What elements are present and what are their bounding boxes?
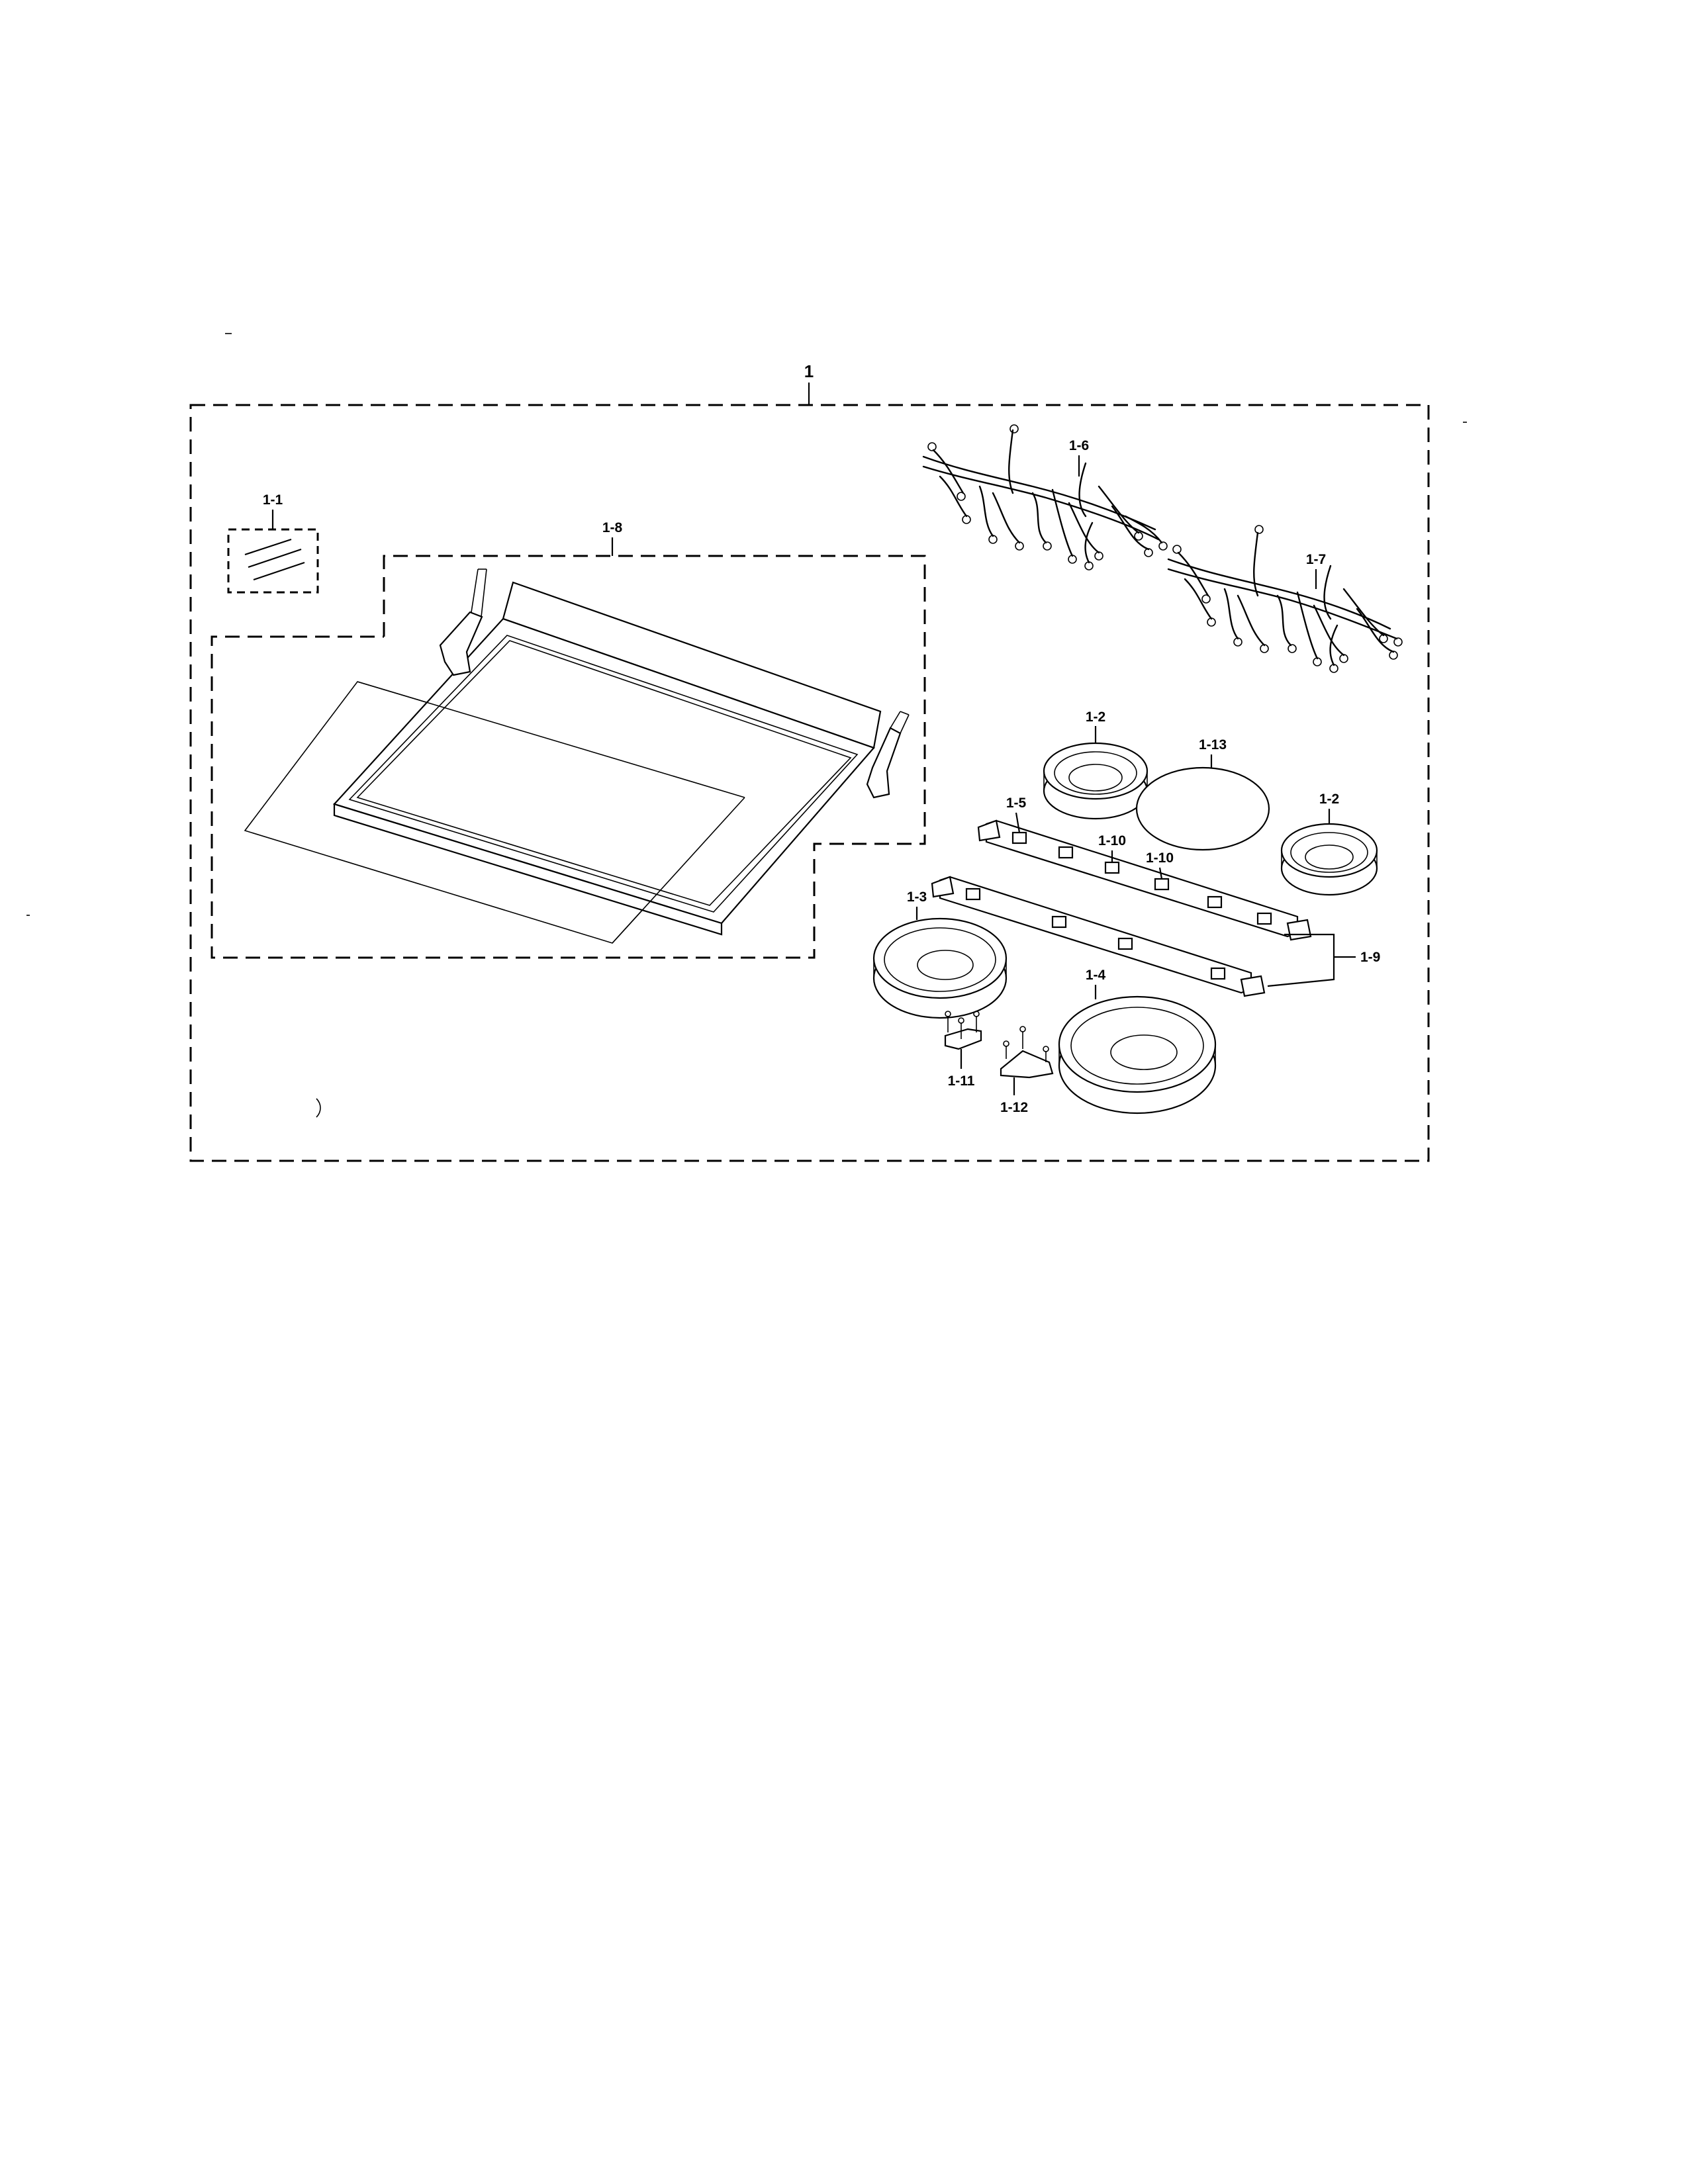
part-1-2-burner-left: 1-2: [1043, 709, 1149, 820]
callout-1-10-a: 1-10: [1098, 833, 1126, 848]
part-1-13-disc: 1-13: [1135, 737, 1270, 851]
part-1-11-bracket: 1-11: [944, 1011, 982, 1089]
part-1-8-cooktop-frame: 1-8: [211, 520, 926, 959]
assembly-1-boundary: 1: [189, 361, 1430, 1162]
part-1-6-wire-harness: 1-6: [922, 424, 1168, 570]
callout-1-11: 1-11: [948, 1073, 975, 1089]
part-1-12-bracket: 1-12: [1000, 1026, 1054, 1115]
callout-1-2-right: 1-2: [1319, 792, 1339, 807]
callout-1-7: 1-7: [1306, 552, 1326, 567]
callout-1-3: 1-3: [907, 889, 927, 905]
part-1-7-wire-harness: 1-7: [1167, 525, 1403, 673]
scan-artifacts: [26, 333, 1467, 1118]
part-1-1-bag: 1-1: [227, 492, 319, 594]
part-1-2-burner-right: 1-2: [1280, 792, 1378, 896]
callout-1: 1: [804, 361, 814, 381]
callout-1-2-upper: 1-2: [1086, 709, 1105, 725]
part-1-4-burner: 1-4: [1058, 968, 1217, 1115]
callout-1-8: 1-8: [602, 520, 623, 535]
part-1-3-burner: 1-3: [872, 889, 1008, 1019]
callout-1-4: 1-4: [1086, 968, 1106, 983]
callout-1-5: 1-5: [1006, 796, 1027, 811]
callout-1-10-b: 1-10: [1146, 850, 1174, 866]
callout-1-1: 1-1: [263, 492, 283, 508]
callout-1-6: 1-6: [1069, 438, 1089, 453]
callout-1-13: 1-13: [1199, 737, 1227, 752]
part-1-9-brackets: 1-9 1-5 1-10 1-10: [931, 796, 1380, 997]
callout-1-9: 1-9: [1360, 950, 1380, 965]
callout-1-12: 1-12: [1000, 1100, 1028, 1115]
